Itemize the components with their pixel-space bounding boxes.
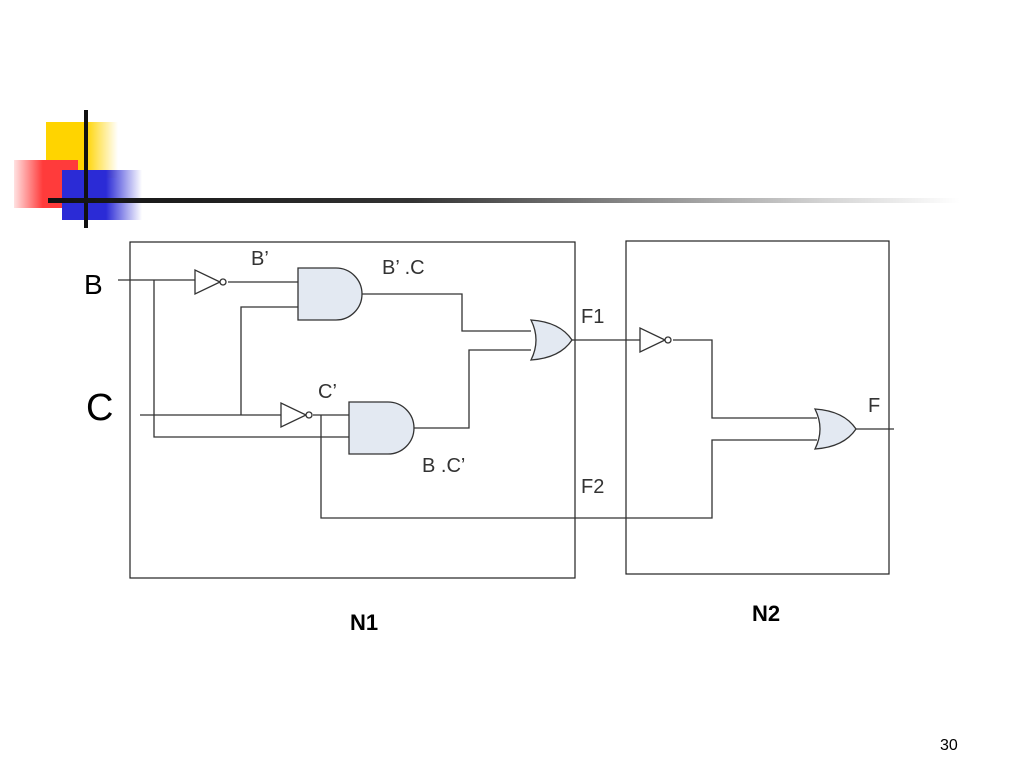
logo-vertical-line [84,110,88,228]
wires [118,279,894,519]
label-f1: F1 [581,306,604,328]
label-f: F [868,395,880,417]
label-b-and-c-not: B .C’ [422,455,465,477]
and-gate-2 [348,401,415,455]
or-gate-2 [813,408,857,450]
not-gate-b [194,268,227,296]
input-label-c: C [86,387,113,429]
wire-and1-to-or1 [362,293,531,332]
not-gate-c [280,401,313,429]
label-b-not: B’ [251,248,269,270]
not-gate-f1 [639,326,672,354]
title-rule [48,198,960,203]
label-f2: F2 [581,476,604,498]
block-n1-box [129,241,576,579]
wire-b-to-and2 [153,280,349,438]
logo-blue-square [62,170,142,220]
block-label-n2: N2 [752,601,780,626]
input-label-b: B [84,269,103,300]
and-gate-1 [297,267,363,321]
wire-f1not-to-or2 [673,339,817,419]
block-label-n1: N1 [350,610,378,635]
or-gate-1 [529,319,573,361]
wire-and2-to-or1 [414,349,531,429]
wire-f2 [320,415,817,519]
page-number: 30 [940,737,958,754]
wire-c-to-and1 [240,306,298,415]
label-b-not-and-c: B’ .C [382,257,425,279]
label-c-not: C’ [318,381,337,403]
block-n2-box [625,240,890,575]
